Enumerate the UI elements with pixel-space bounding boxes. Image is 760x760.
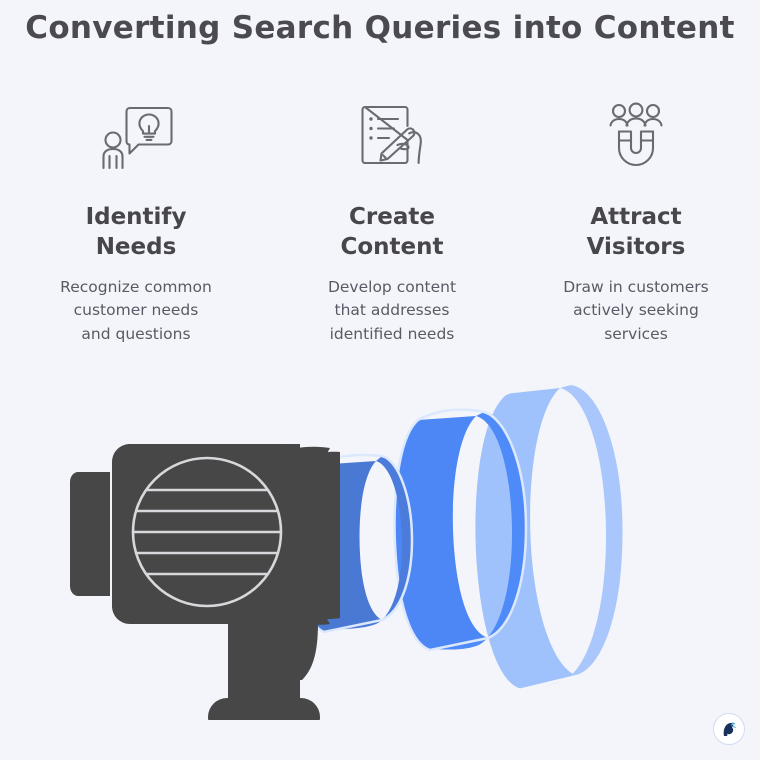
- step-icon-wrap: [98, 100, 174, 176]
- sound-ring-middle: [393, 408, 528, 652]
- step-description: Draw in customers actively seeking servi…: [563, 277, 709, 343]
- megaphone-illustration: [0, 360, 760, 720]
- step-card-attract-visitors: Attract Visitors Draw in customers activ…: [512, 100, 760, 346]
- step-description: Recognize common customer needs and ques…: [60, 277, 212, 343]
- speaker-grille: [131, 456, 283, 608]
- step-heading: Identify Needs: [85, 204, 187, 261]
- logo-bird-icon: [723, 722, 736, 736]
- step-heading: Create Content: [340, 204, 444, 261]
- megaphone-body: [70, 444, 340, 720]
- hand-writing-document-icon: [356, 100, 428, 176]
- step-icon-wrap: [601, 100, 671, 176]
- step-icon-wrap: [356, 100, 428, 176]
- step-heading: Attract Visitors: [586, 204, 686, 261]
- page-title: Converting Search Queries into Content: [25, 10, 735, 46]
- steps-row: Identify Needs Recognize common customer…: [0, 100, 760, 346]
- people-magnet-icon: [601, 100, 671, 176]
- step-card-create-content: Create Content Develop content that addr…: [272, 100, 512, 346]
- brand-logo-watermark: [713, 713, 745, 745]
- step-card-identify-needs: Identify Needs Recognize common customer…: [0, 100, 272, 346]
- person-speech-bubble-lightbulb-icon: [98, 100, 174, 176]
- step-description: Develop content that addresses identifie…: [327, 277, 457, 343]
